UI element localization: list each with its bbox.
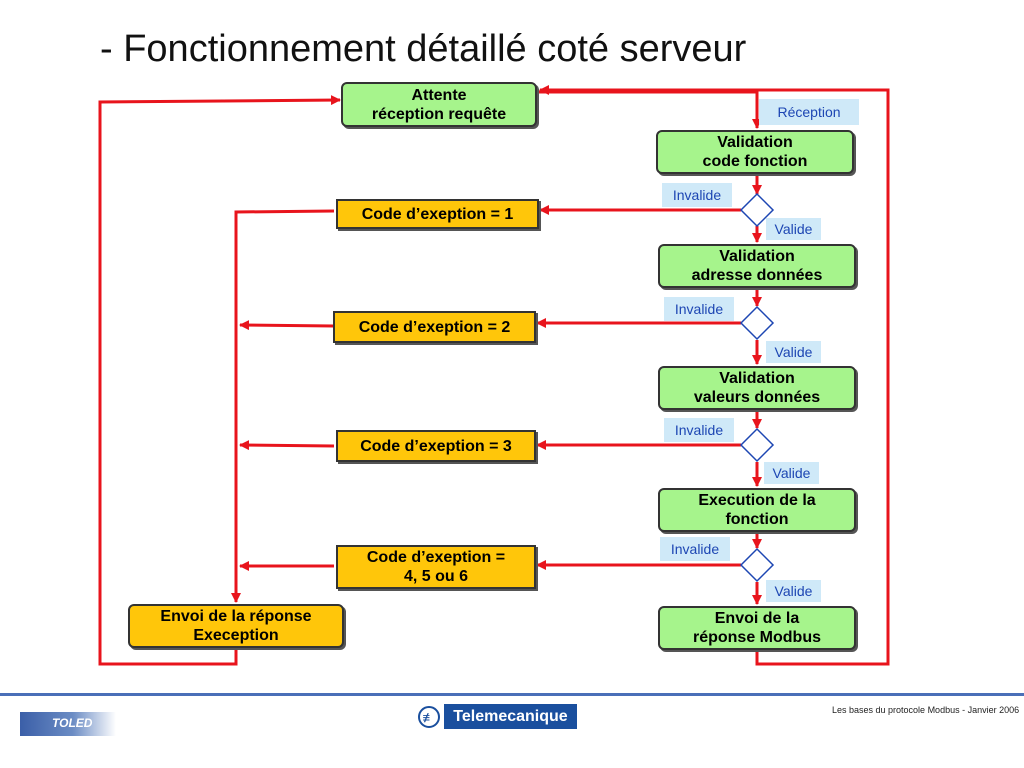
valid-label-values: Valide xyxy=(764,462,819,484)
decision-diamond-address xyxy=(739,305,775,341)
exception-code-1-box: Code d’exeption = 1 xyxy=(336,199,539,229)
arrow-exception3-to-bus xyxy=(239,440,335,451)
validation-values-box: Validation valeurs données xyxy=(658,366,856,410)
telemecanique-logo-icon: ≢ xyxy=(418,706,440,728)
exception-code-2-box: Code d’exeption = 2 xyxy=(333,311,536,343)
arrow-send-exception-loop-to-wait xyxy=(98,95,341,666)
decision-diamond-execution xyxy=(739,547,775,583)
footer-note: Les bases du protocole Modbus - Janvier … xyxy=(832,705,1020,715)
valid-label-execution: Valide xyxy=(766,580,821,602)
arrow-send-modbus-loop-to-wait xyxy=(539,85,890,666)
toled-logo-text: TOLED xyxy=(52,716,93,730)
valid-label-address: Valide xyxy=(766,341,821,363)
invalid-label-execution: Invalide xyxy=(660,537,730,561)
flow-connectors xyxy=(98,85,890,666)
send-exception-response-box: Envoi de la réponse Exeception xyxy=(128,604,344,648)
wait-request-box: Attente réception requête xyxy=(341,82,537,127)
reception-label: Réception xyxy=(759,99,859,125)
decision-diamond-values xyxy=(739,427,775,463)
toled-logo xyxy=(20,712,116,736)
validation-code-box: Validation code fonction xyxy=(656,130,854,174)
exception-code-456-box: Code d’exeption = 4, 5 ou 6 xyxy=(336,545,536,589)
arrow-exception1-to-send-exception xyxy=(231,209,335,603)
exception-code-3-box: Code d’exeption = 3 xyxy=(336,430,536,462)
page-title: - Fonctionnement détaillé coté serveur xyxy=(100,28,747,70)
arrow-exception2-to-bus xyxy=(239,320,335,331)
execution-box: Execution de la fonction xyxy=(658,488,856,532)
telemecanique-brand: Telemecanique xyxy=(444,704,577,729)
invalid-label-code: Invalide xyxy=(662,183,732,207)
validation-address-box: Validation adresse données xyxy=(658,244,856,288)
arrow-wait-to-validation-code xyxy=(537,90,762,129)
decision-diamond-code xyxy=(739,192,775,228)
invalid-label-values: Invalide xyxy=(664,418,734,442)
valid-label-code: Valide xyxy=(766,218,821,240)
invalid-label-address: Invalide xyxy=(664,297,734,321)
send-modbus-response-box: Envoi de la réponse Modbus xyxy=(658,606,856,650)
footer-divider xyxy=(0,693,1024,696)
